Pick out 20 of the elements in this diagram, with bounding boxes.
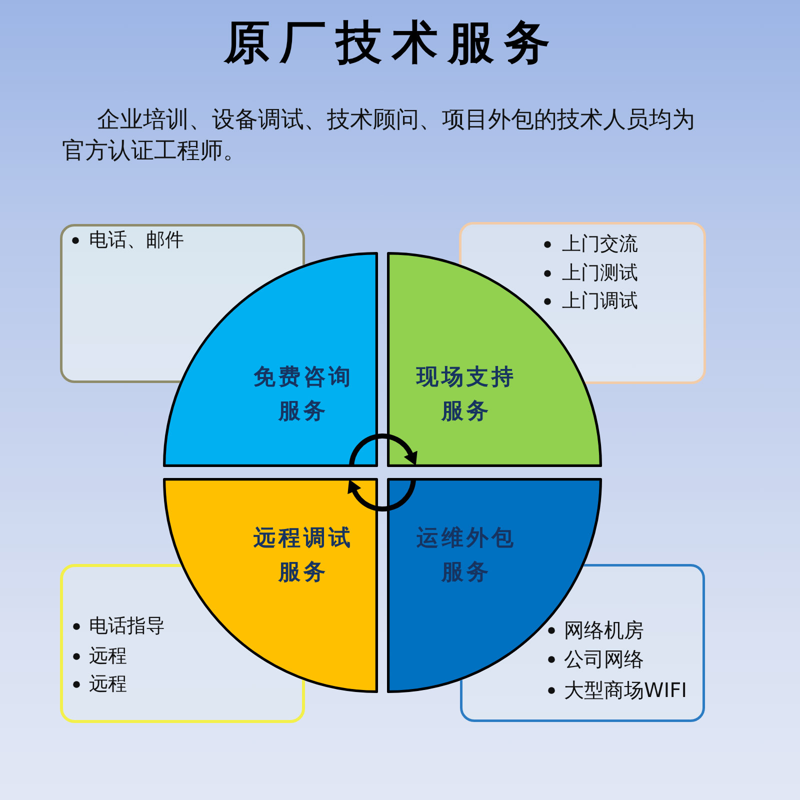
list-item: 远程 — [89, 672, 127, 696]
title: 原厂技术服务 — [222, 14, 560, 70]
list-item: 上门测试 — [562, 261, 638, 285]
segment-label: 现场支持服务 — [415, 363, 518, 426]
quadrant-segment — [163, 478, 378, 694]
quadrant-segment — [163, 252, 378, 467]
list-item: 远程 — [89, 644, 127, 668]
list-item: 公司网络 — [564, 647, 644, 671]
list-item: 上门调试 — [562, 289, 638, 313]
list-item: 大型商场WIFI — [564, 678, 688, 702]
list-item: 上门交流 — [562, 232, 638, 256]
cycle-arrow — [349, 434, 417, 468]
segment-label: 远程调试服务 — [252, 524, 354, 587]
cycle-arrow — [348, 478, 416, 512]
segment-label: 免费咨询服务 — [252, 363, 354, 426]
intro-text: 企业培训、设备调试、技术顾问、项目外包的技术人员均为官方认证工程师。 — [62, 106, 696, 166]
list-item: 电话、邮件 — [89, 228, 184, 252]
segment-label: 运维外包服务 — [416, 524, 518, 587]
list-item: 网络机房 — [564, 618, 644, 642]
list-item: 电话指导 — [89, 614, 165, 638]
